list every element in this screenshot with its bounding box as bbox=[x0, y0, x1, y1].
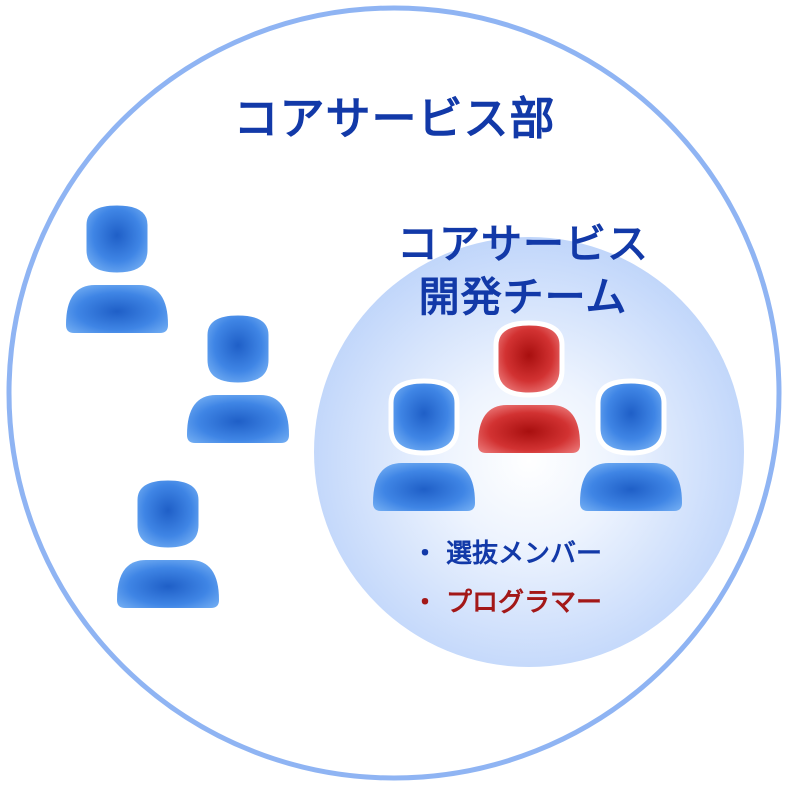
bullet-icon: ・ bbox=[412, 539, 439, 569]
inner-group-title-line1: コアサービス bbox=[397, 220, 649, 268]
outer-group-title: コアサービス部 bbox=[233, 92, 556, 145]
member-label: プログラマー bbox=[446, 588, 603, 618]
bullet-icon: ・ bbox=[412, 588, 439, 618]
member-list-item: ・選抜メンバー bbox=[412, 533, 602, 570]
member-label: 選抜メンバー bbox=[446, 539, 603, 569]
inner-group-title: コアサービス 開発チーム bbox=[373, 218, 673, 324]
inner-group-title-line2: 開発チーム bbox=[418, 273, 628, 321]
member-list-item: ・プログラマー bbox=[412, 582, 602, 619]
